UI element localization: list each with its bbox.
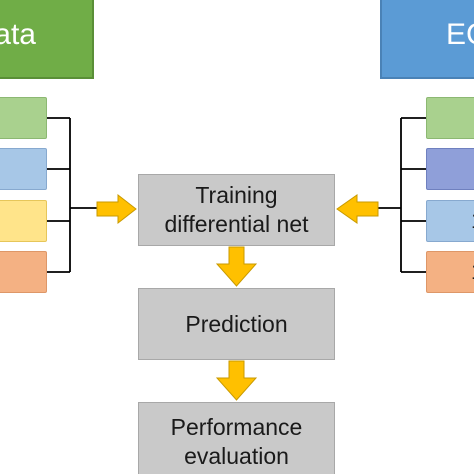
arrow-down-icon (215, 246, 258, 287)
evaluation-process-box: Performance evaluation (138, 402, 335, 474)
left-item-box (0, 251, 47, 293)
arrow-down-icon (215, 360, 258, 401)
left-item-box (0, 148, 47, 190)
right-item-box: 1 (426, 251, 474, 293)
right-item-box (426, 97, 474, 139)
prediction-label: Prediction (185, 310, 288, 337)
training-process-box: Training differential net (138, 174, 335, 246)
right-header-label: EC (446, 17, 474, 51)
left-item-box (0, 200, 47, 242)
prediction-process-box: Prediction (138, 288, 335, 360)
evaluation-label: Performance evaluation (170, 414, 303, 469)
left-header-box: ata (0, 0, 94, 79)
right-item-box: 1 (426, 200, 474, 242)
right-item-box (426, 148, 474, 190)
training-label: Training differential net (164, 182, 309, 237)
right-bracket (378, 117, 426, 273)
arrow-right-icon (96, 193, 137, 225)
right-item-label: 1 (471, 208, 474, 234)
left-bracket (47, 117, 71, 273)
right-item-label: 1 (471, 259, 474, 285)
arrow-left-icon (336, 194, 379, 224)
right-header-box: EC (380, 0, 474, 79)
left-header-label: ata (0, 17, 36, 51)
left-item-box (0, 97, 47, 139)
